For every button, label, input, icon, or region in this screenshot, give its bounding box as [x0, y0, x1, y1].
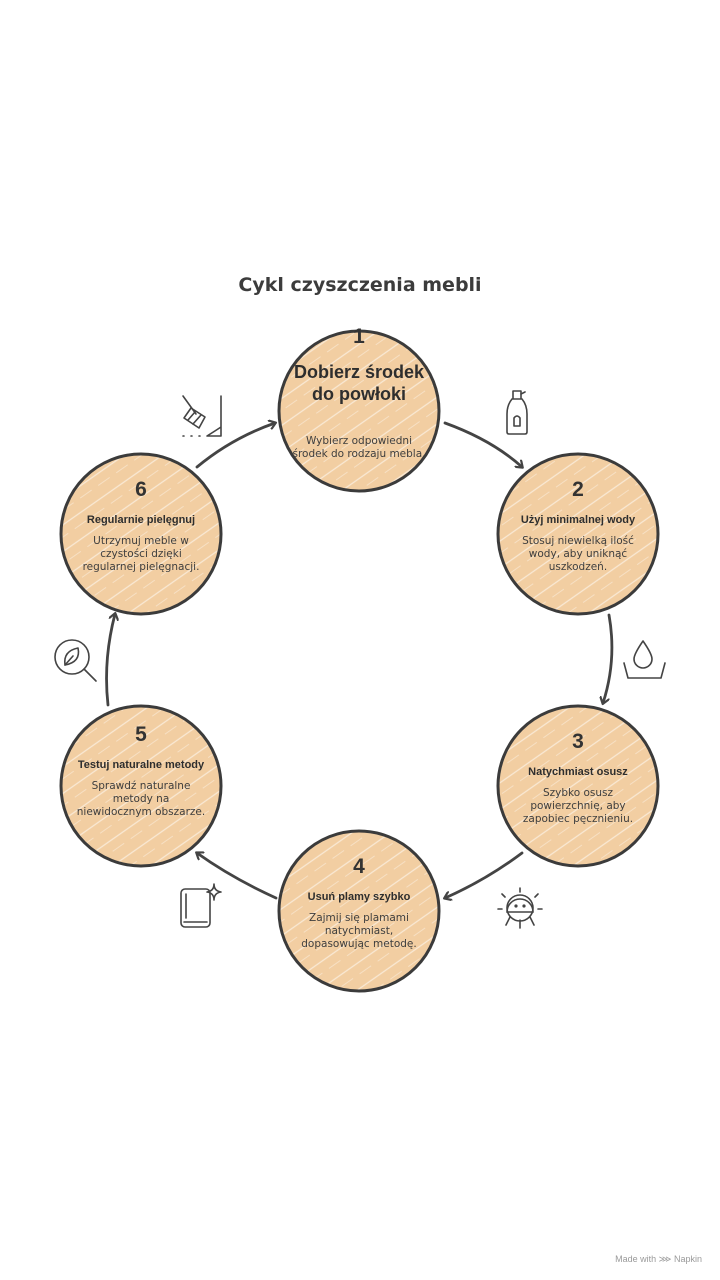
arrow-2-to-3: [603, 613, 614, 703]
step-heading: Testuj naturalne metody: [77, 759, 205, 771]
step-heading: Regularnie pielęgnuj: [86, 514, 196, 526]
diagram-title: Cykl czyszczenia mebli: [238, 274, 482, 296]
step-heading: Natychmiast osusz: [528, 766, 628, 778]
sun-dry-icon: [497, 887, 543, 929]
step-number: 5: [135, 723, 147, 746]
step-1-circle: [277, 329, 441, 493]
step-description: Utrzymuj meble w czystości dzięki regula…: [82, 535, 200, 573]
step-description: Wybierz odpowiedni środek do rodzaju meb…: [292, 435, 426, 460]
step-description: Stosuj niewielką ilość wody, aby uniknąć…: [522, 535, 634, 573]
arrow-5-to-6: [105, 614, 115, 707]
step-number: 6: [135, 478, 147, 501]
spray-bottle-icon: [506, 390, 528, 435]
step-number: 2: [572, 478, 584, 501]
arrow-4-to-5: [197, 853, 278, 900]
step-heading: Użyj minimalnej wody: [520, 514, 636, 526]
leaf-magnifier-icon: [54, 639, 97, 682]
arrow-6-to-1: [195, 423, 275, 469]
water-drop-icon: [623, 640, 666, 679]
step-5-circle: [59, 704, 223, 868]
cloth-sparkle-icon: [180, 883, 222, 928]
step-4-circle: [277, 829, 441, 993]
step-6-circle: [59, 452, 223, 616]
step-1: 1 Dobierz środek do powłoki Wybierz odpo…: [279, 325, 439, 491]
step-6: 6 Regularnie pielęgnuj Utrzymuj meble w …: [61, 454, 221, 614]
step-description: Sprawdź naturalne metody na niewidocznym…: [76, 780, 206, 818]
step-2: 2 Użyj minimalnej wody Stosuj niewielką …: [498, 454, 658, 614]
step-5: 5 Testuj naturalne metody Sprawdź natura…: [61, 706, 221, 866]
step-number: 1: [353, 325, 365, 348]
broom-icon: [182, 395, 222, 437]
step-4: 4 Usuń plamy szybko Zajmij się plamami n…: [279, 831, 439, 991]
step-number: 4: [353, 855, 365, 878]
step-number: 3: [572, 730, 584, 753]
step-3-circle: [496, 704, 660, 868]
step-3: 3 Natychmiast osusz Szybko osusz powierz…: [498, 706, 658, 866]
step-description: Szybko osusz powierzchnię, aby zapobiec …: [522, 787, 634, 825]
step-heading: Usuń plamy szybko: [307, 891, 411, 903]
arrow-3-to-4: [445, 851, 524, 898]
made-with-napkin-footer[interactable]: Made with ⋙ Napkin: [615, 1254, 702, 1264]
step-heading: Dobierz środek do powłoki: [293, 362, 425, 404]
step-2-circle: [496, 452, 660, 616]
step-description: Zajmij się plamami natychmiast, dopasowu…: [301, 912, 417, 950]
arrow-1-to-2: [443, 421, 522, 467]
